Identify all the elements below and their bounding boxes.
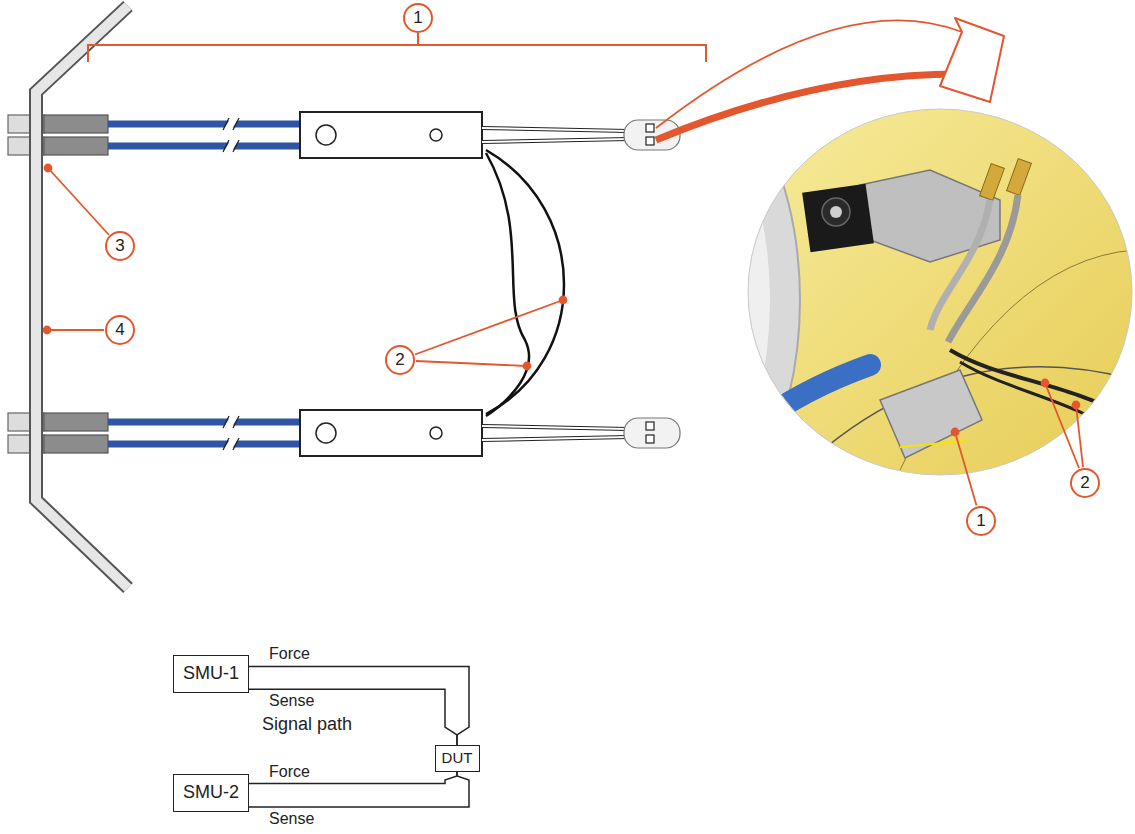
break-mark — [233, 118, 239, 130]
zoom-arrow — [656, 18, 1004, 140]
leader-line — [1076, 405, 1083, 467]
smu-box: SMU-2 — [173, 774, 249, 812]
signal-name-text: Sense — [269, 810, 314, 827]
leader-lines — [44, 165, 567, 370]
signal-name: Force — [269, 763, 310, 781]
leader-line — [48, 168, 109, 235]
signal-wire — [249, 666, 469, 745]
bulkhead-panel — [36, 6, 128, 588]
cable-break — [224, 141, 238, 151]
positioner-block — [802, 184, 874, 252]
knob-cap — [830, 206, 842, 218]
signal-name: Force — [269, 645, 310, 663]
leader-dot — [1073, 402, 1080, 409]
callout-number: 3 — [105, 231, 135, 261]
gold-connector — [1007, 159, 1032, 196]
triax-cable — [108, 143, 300, 150]
caption-label: Signal path — [262, 714, 352, 735]
leader-line — [1045, 383, 1079, 468]
black-wire — [960, 362, 1135, 442]
chuck-face — [474, 50, 770, 550]
knob — [822, 198, 850, 226]
leader-dot — [44, 327, 51, 334]
arrow-shaft — [656, 74, 966, 140]
callout-number-text: 3 — [115, 236, 124, 256]
photo-border — [748, 109, 1132, 475]
bulkhead-panel-face — [36, 6, 128, 588]
leader-dot — [1042, 380, 1049, 387]
callout-number: 1 — [966, 506, 996, 536]
blue-cable — [748, 365, 870, 430]
probe-wire — [482, 128, 628, 131]
callout-number: 2 — [1070, 468, 1100, 498]
leader-dot — [952, 429, 959, 436]
break-mark — [233, 140, 239, 152]
metal-bracket — [860, 170, 1000, 262]
callout-number-text: 1 — [413, 8, 422, 28]
callout-number: 4 — [105, 315, 135, 345]
signal-name-text: Force — [269, 645, 310, 662]
leader-dot — [524, 363, 531, 370]
grey-cable — [930, 200, 990, 330]
leader-line — [47, 329, 104, 331]
probe-wire — [482, 139, 628, 142]
grey-cable — [948, 195, 1018, 342]
box-label: SMU-1 — [183, 664, 239, 684]
callout-number-text: 1 — [976, 511, 985, 531]
callout-number-text: 4 — [115, 320, 124, 340]
connector-body — [44, 137, 108, 155]
leader-line — [415, 300, 563, 355]
box-label: SMU-2 — [183, 783, 239, 803]
leader-line — [416, 361, 527, 366]
probe-contact — [646, 124, 654, 132]
mounting-hole — [430, 129, 442, 141]
yellow-wire — [900, 441, 965, 447]
probe-wire — [482, 128, 628, 131]
probe-wire — [482, 139, 628, 142]
break-mark — [223, 140, 229, 152]
device-box: DUT — [435, 745, 480, 772]
callout-number-text: 2 — [1080, 473, 1089, 493]
signal-name-text: Sense — [269, 692, 314, 709]
ground-wire — [486, 153, 529, 416]
photo-ground — [745, 105, 1135, 477]
callout-number: 1 — [403, 3, 433, 33]
signal-name: Sense — [269, 810, 314, 828]
mounting-hole — [316, 125, 336, 145]
connector-body — [44, 115, 108, 133]
adapter-body — [300, 112, 482, 158]
probe-contact — [646, 137, 654, 145]
leader-dot — [45, 165, 52, 172]
leader-dot — [560, 297, 567, 304]
signal-name-text: Force — [269, 763, 310, 780]
caption-text: Signal path — [262, 714, 352, 734]
break-mark — [223, 118, 229, 130]
leader-lines — [952, 380, 1084, 506]
arrow-head — [940, 18, 1004, 102]
smu-box: SMU-1 — [173, 655, 249, 693]
triax-cable — [108, 121, 300, 128]
signal-wire — [249, 689, 457, 745]
cable-break — [224, 119, 238, 129]
photo-inset — [474, 40, 1135, 560]
cable-assembly — [8, 112, 680, 456]
callout-number: 2 — [385, 345, 415, 375]
span-bracket — [88, 33, 706, 62]
gold-connector — [980, 164, 1005, 201]
cable-assembly-copy — [8, 410, 680, 456]
adapter-bracket — [880, 370, 982, 458]
callout-number-text: 2 — [395, 350, 404, 370]
leader-line — [955, 432, 977, 506]
signal-name: Sense — [269, 692, 314, 710]
box-label: DUT — [442, 750, 473, 767]
black-wire — [950, 350, 1135, 420]
